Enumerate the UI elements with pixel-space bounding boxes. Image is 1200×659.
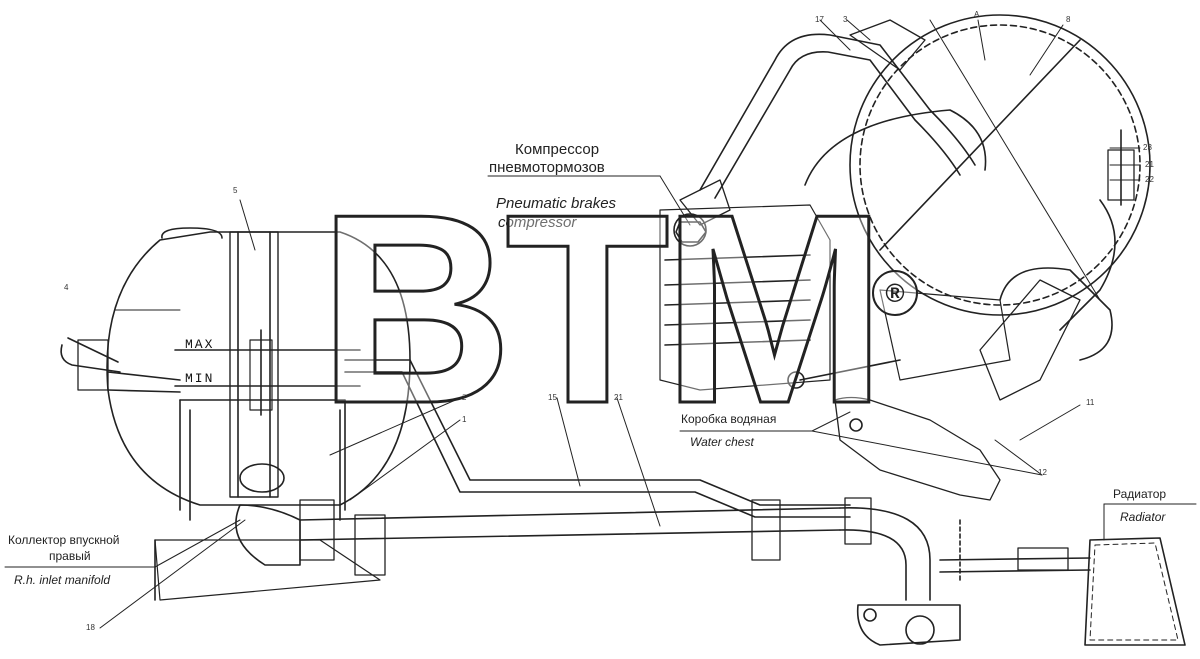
- callout-5: 5: [233, 186, 238, 195]
- compressor-label-ru-2: пневмотормозов: [489, 159, 605, 176]
- manifold-label-ru-1: Коллектор впускной: [8, 533, 120, 547]
- callout-2: 2: [462, 393, 467, 402]
- callout-11: 11: [1086, 398, 1095, 407]
- leader-lines: [4, 19, 1197, 629]
- water-chest-label-en: Water chest: [690, 435, 754, 449]
- callout-23: 23: [1143, 143, 1152, 152]
- inlet-manifold-elbow: [154, 463, 381, 601]
- cleaner-clamp: [1059, 129, 1135, 331]
- manifold-label-ru-2: правый: [49, 549, 91, 563]
- callout-a: A: [974, 10, 980, 19]
- manifold-label-en: R.h. inlet manifold: [14, 573, 111, 587]
- callout-15: 15: [548, 393, 557, 402]
- callout-21: 21: [614, 393, 623, 402]
- compressor-label-en-1: Pneumatic brakes: [496, 195, 617, 212]
- compressor-body: [659, 204, 831, 391]
- registered-mark: ®: [872, 270, 918, 316]
- callout-21b: 21: [1145, 160, 1154, 169]
- callout-1: 1: [462, 415, 467, 424]
- radiator-label-ru: Радиатор: [1113, 487, 1167, 501]
- compressor-label-ru-1: Компрессор: [515, 141, 600, 158]
- compressor-label-en-2: compressor: [498, 214, 577, 231]
- expansion-tank: [106, 227, 411, 521]
- callout-3: 3: [843, 15, 848, 24]
- radiator-label-en: Radiator: [1120, 510, 1166, 524]
- callout-12: 12: [1038, 468, 1047, 477]
- main-pipes: [299, 359, 1091, 601]
- gauge-min-label: MIN: [185, 371, 215, 386]
- callout-4: 4: [64, 283, 69, 292]
- callout-17: 17: [815, 15, 824, 24]
- water-chest-label-ru: Коробка водяная: [681, 412, 777, 426]
- gauge-max-label: MAX: [185, 337, 215, 352]
- callout-8: 8: [1066, 15, 1071, 24]
- water-chest: [787, 267, 1113, 501]
- radiator: [1084, 537, 1186, 646]
- upper-pipes: [679, 19, 987, 226]
- callout-22: 22: [1145, 175, 1154, 184]
- thermostat-housing: [856, 604, 961, 646]
- callout-18: 18: [86, 623, 95, 632]
- left-hose-fitting: [60, 337, 181, 393]
